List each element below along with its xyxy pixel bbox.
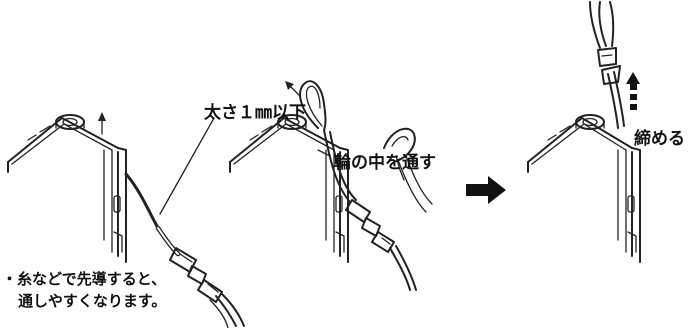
through-loop-label: 輪の中を通す <box>334 153 436 173</box>
guide-note: ・糸などで先導すると、 通しやすくなります。 <box>2 268 166 312</box>
tighten-label: 締める <box>634 129 685 149</box>
step3-camera <box>527 1 641 263</box>
thickness-label: 太さ１㎜以下 <box>204 103 306 123</box>
next-step-arrow <box>466 176 506 204</box>
step2-camera <box>229 80 433 291</box>
step1-camera <box>7 112 245 329</box>
note-line-2: 通しやすくなります。 <box>18 292 167 310</box>
note-line-1: ・糸などで先導すると、 <box>2 270 167 288</box>
